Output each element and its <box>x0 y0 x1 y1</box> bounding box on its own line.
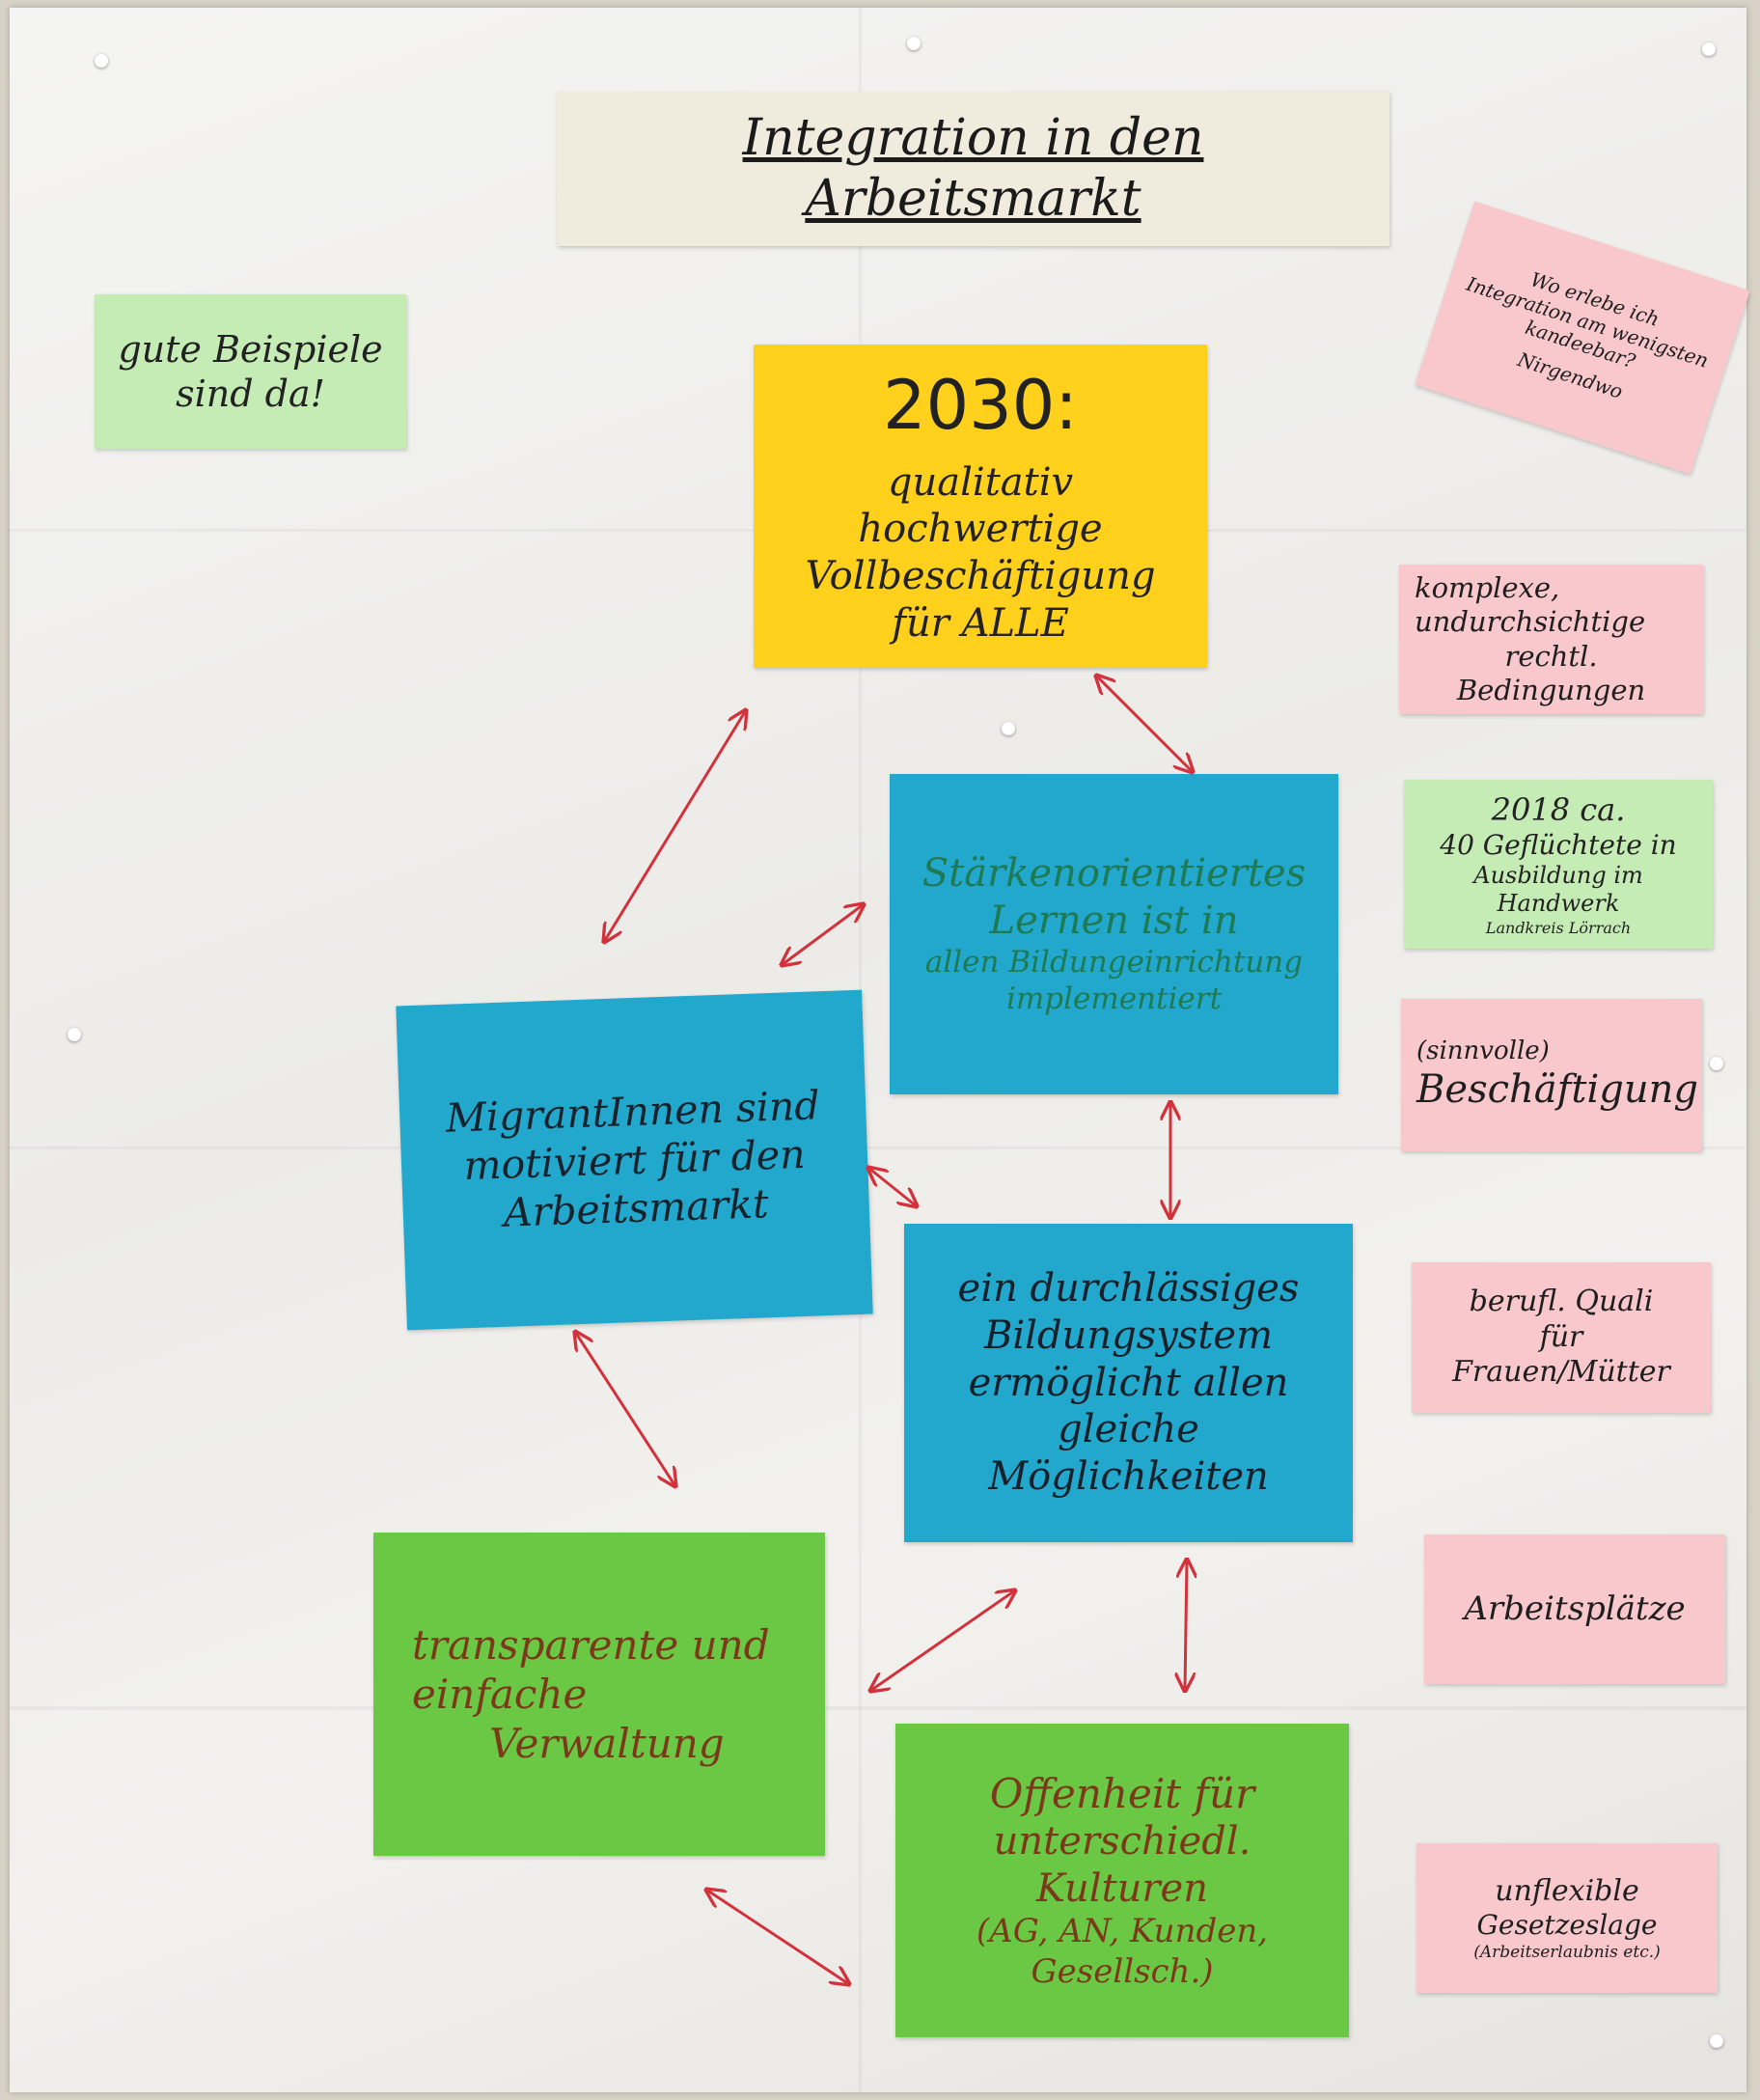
card-line: Bildungsystem <box>983 1312 1274 1358</box>
card-line: gleiche Möglichkeiten <box>988 1407 1269 1500</box>
note-gute-beispiele: gute Beispiele sind da! <box>95 294 406 449</box>
pin-icon <box>1002 722 1015 735</box>
card-transparente-verwaltung: transparente und einfache Verwaltung <box>373 1533 825 1856</box>
card-staerkenorientiertes-lernen: Stärkenorientiertes Lernen ist in allen … <box>890 774 1338 1094</box>
goal-line: Vollbeschäftigung <box>805 554 1156 599</box>
card-line: ein durchlässiges <box>957 1266 1300 1311</box>
arrow-goal-staerken <box>1096 676 1193 772</box>
card-line: einfache <box>412 1670 588 1718</box>
card-durchlaessiges-bildungsystem: ein durchlässiges Bildungsystem ermöglic… <box>904 1224 1353 1542</box>
goal-card: 2030: qualitativ hochwertige Vollbeschäf… <box>754 345 1207 668</box>
note-line: Beschäftigung <box>1416 1067 1699 1113</box>
pin-icon <box>95 54 108 68</box>
note-berufl-quali: berufl. Quali für Frauen/Mütter <box>1412 1262 1711 1413</box>
note-line: (Arbeitserlaubnis etc.) <box>1473 1942 1661 1962</box>
page-title: Integration in den Arbeitsmarkt <box>742 108 1204 228</box>
card-line: unterschiedl. Kulturen <box>993 1818 1251 1911</box>
pin-icon <box>907 37 921 50</box>
note-line: Ausbildung im Handwerk <box>1473 862 1643 918</box>
note-line: rechtl. Bedingungen <box>1456 639 1646 706</box>
note-komplexe-bedingungen: komplexe, undurchsichtige rechtl. Beding… <box>1399 565 1703 714</box>
note-line: sind da! <box>176 373 325 415</box>
note-line: 40 Geflüchtete in <box>1440 828 1677 861</box>
arrow-goal-migranten <box>604 710 746 942</box>
note-line: 2018 ca. <box>1491 790 1626 828</box>
note-line: Gesetzeslage <box>1476 1909 1658 1942</box>
note-line: (sinnvolle) <box>1416 1036 1550 1065</box>
goal-heading: 2030: <box>883 366 1078 446</box>
card-line: Verwaltung <box>489 1720 725 1768</box>
note-line: Landkreis Lörrach <box>1485 918 1632 937</box>
pin-icon <box>1710 1057 1723 1070</box>
note-arbeitsplaetze: Arbeitsplätze <box>1424 1534 1725 1684</box>
note-line: gute Beispiele <box>118 327 383 371</box>
note-sinnvolle-beschaeftigung: (sinnvolle) Beschäftigung <box>1401 999 1702 1151</box>
card-line: implementiert <box>1005 981 1223 1016</box>
note-line: für Frauen/Mütter <box>1452 1319 1670 1390</box>
arrow-verwaltung-offenheit <box>706 1890 849 1984</box>
card-line: transparente und <box>412 1620 770 1669</box>
goal-line: für ALLE <box>892 600 1069 646</box>
arrow-migranten-bildung <box>868 1168 917 1206</box>
pin-icon <box>1702 42 1716 56</box>
card-line: (AG, AN, Kunden, Gesellsch.) <box>976 1912 1269 1991</box>
arrow-staerken-migranten <box>782 904 864 965</box>
card-offenheit-kulturen: Offenheit für unterschiedl. Kulturen (AG… <box>895 1724 1349 2037</box>
goal-line: qualitativ hochwertige <box>858 459 1103 552</box>
title-strip: Integration in den Arbeitsmarkt <box>557 92 1389 246</box>
pin-icon <box>68 1028 81 1041</box>
card-line: allen Bildungeinrichtung <box>924 944 1304 980</box>
card-line: Stärkenorientiertes <box>921 851 1306 897</box>
arrow-bildung-verwaltung <box>870 1590 1015 1691</box>
note-unflexible-gesetzeslage: unflexible Gesetzeslage (Arbeitserlaubni… <box>1416 1843 1718 1993</box>
card-line: Lernen ist in <box>989 898 1239 944</box>
card-line: Offenheit für <box>989 1769 1255 1817</box>
note-line: unflexible <box>1495 1873 1639 1908</box>
note-2018-gefluechtete: 2018 ca. 40 Geflüchtete in Ausbildung im… <box>1404 780 1713 949</box>
note-line: undurchsichtige <box>1415 605 1646 639</box>
pin-icon <box>1710 2034 1723 2048</box>
note-line: Arbeitsplätze <box>1464 1589 1686 1628</box>
arrow-bildung-offenheit <box>1185 1560 1187 1691</box>
note-line: komplexe, <box>1415 570 1560 604</box>
card-line: ermöglicht allen <box>968 1360 1289 1405</box>
arrow-migranten-verwaltung <box>575 1332 675 1486</box>
note-line: berufl. Quali <box>1469 1285 1654 1319</box>
